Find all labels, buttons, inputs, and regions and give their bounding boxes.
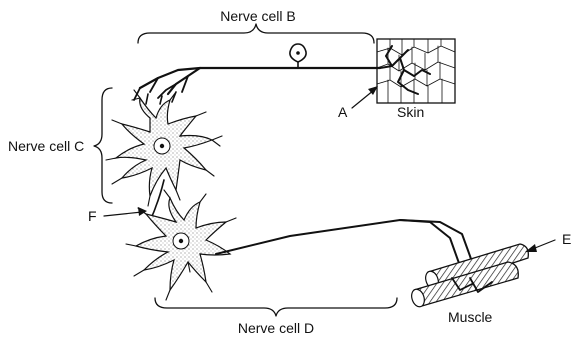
nerve-cell-b: [134, 44, 380, 104]
label-f: F: [88, 208, 97, 224]
label-nerve-cell-c: Nerve cell C: [8, 138, 84, 154]
label-nerve-cell-b: Nerve cell B: [220, 8, 295, 24]
brace-nerve-cell-d: [155, 298, 397, 316]
label-e: E: [562, 231, 571, 247]
pointer-f-arrow: [104, 207, 147, 216]
label-a: A: [338, 104, 348, 120]
label-skin: Skin: [397, 104, 424, 120]
label-nerve-cell-d: Nerve cell D: [238, 320, 314, 336]
nerve-cell-c: [106, 90, 222, 216]
label-muscle: Muscle: [448, 309, 493, 325]
brace-nerve-cell-b: [138, 24, 374, 43]
brace-nerve-cell-c: [94, 88, 112, 203]
skin-tissue: [377, 39, 455, 103]
pointer-e-arrow: [525, 240, 555, 252]
pointer-a-arrow: [352, 86, 378, 108]
